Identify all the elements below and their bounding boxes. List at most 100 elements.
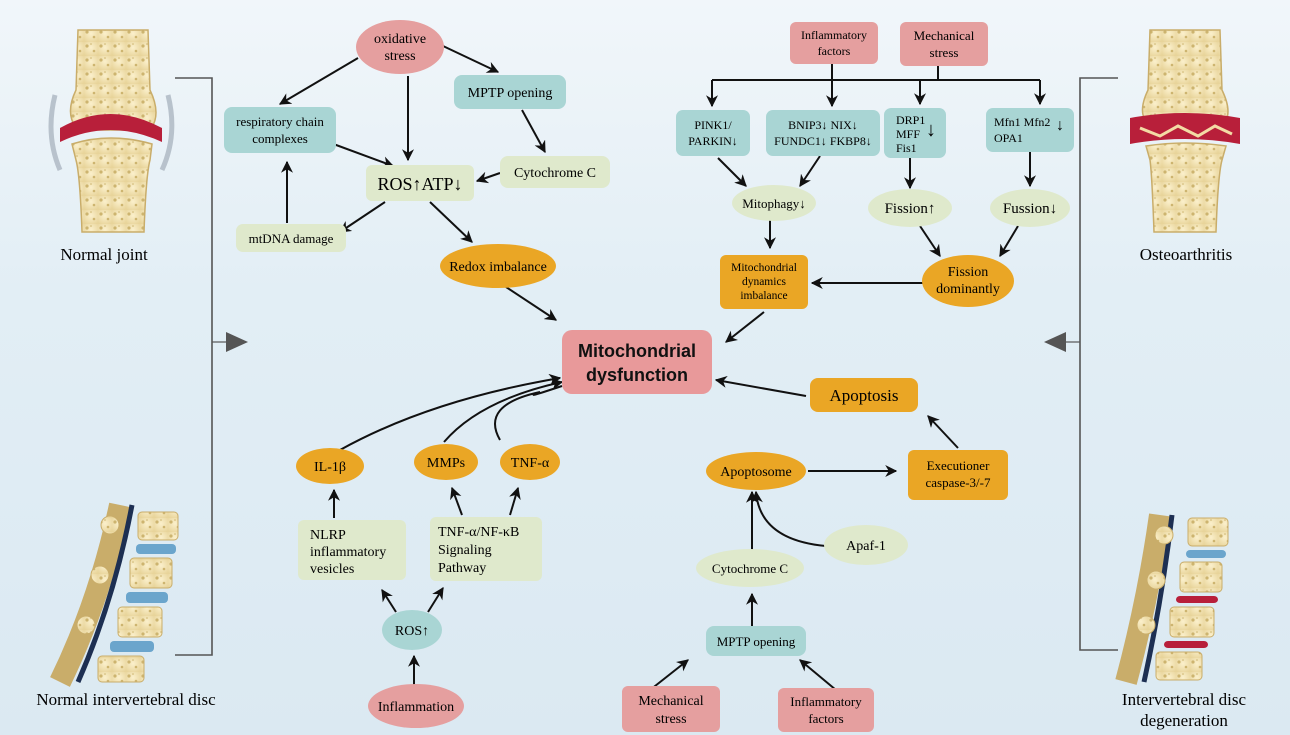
center-line2: dysfunction: [586, 365, 688, 385]
svg-text:Apaf-1: Apaf-1: [846, 539, 886, 554]
right-pointer-icon: [1044, 332, 1066, 352]
apoptosis-node: Apoptosis: [810, 378, 918, 412]
mechanical-stress-node-top: Mechanical stress: [900, 22, 988, 66]
svg-text:Fis1: Fis1: [896, 141, 917, 155]
svg-text:Redox imbalance: Redox imbalance: [449, 260, 547, 275]
svg-text:Signaling: Signaling: [438, 543, 492, 558]
ivdd-label-line2: degeneration: [1140, 711, 1228, 730]
svg-text:Cytochrome C: Cytochrome C: [712, 561, 788, 576]
svg-text:Fission↑: Fission↑: [885, 201, 936, 217]
svg-text:PINK1/: PINK1/: [694, 118, 732, 132]
cytochrome-c-node-top: Cytochrome C: [500, 156, 610, 188]
normal-disc-label: Normal intervertebral disc: [36, 690, 216, 709]
tnf-signaling-node: TNF-α/NF-κB Signaling Pathway: [430, 517, 542, 581]
right-bracket: [1066, 77, 1118, 651]
svg-text:mtDNA damage: mtDNA damage: [249, 231, 334, 246]
svg-text:stress: stress: [930, 45, 959, 60]
svg-text:stress: stress: [384, 49, 415, 64]
svg-text:Pathway: Pathway: [438, 561, 486, 576]
redox-imbalance-node: Redox imbalance: [440, 244, 556, 288]
fussion-node: Fussion↓: [990, 189, 1070, 227]
svg-text:IL-1β: IL-1β: [314, 460, 346, 475]
normal-joint-illustration: [48, 29, 175, 233]
svg-text:ROS↑ATP↓: ROS↑ATP↓: [377, 174, 462, 194]
fission-node: Fission↑: [868, 189, 952, 227]
svg-text:MFF: MFF: [896, 127, 920, 141]
svg-text:vesicles: vesicles: [310, 562, 354, 577]
down-arrow-icon: ↓: [1056, 117, 1064, 134]
respiratory-chain-node: respiratory chain complexes: [224, 107, 336, 153]
svg-text:NLRP: NLRP: [310, 528, 346, 543]
bnip3-nix-node: BNIP3↓ NIX↓ FUNDC1↓ FKBP8↓: [766, 110, 880, 156]
down-arrow-icon: ↓: [926, 119, 936, 141]
inflammation-node: Inflammation: [368, 684, 464, 728]
svg-text:Inflammation: Inflammation: [378, 700, 454, 715]
oxidative-stress-node: oxidative stress: [356, 20, 444, 74]
il1b-node: IL-1β: [296, 448, 364, 484]
svg-text:MMPs: MMPs: [427, 456, 465, 471]
mitochondrial-dysfunction-node: Mitochondrial dysfunction: [562, 330, 712, 394]
svg-text:dynamics: dynamics: [742, 276, 787, 288]
svg-text:Fussion↓: Fussion↓: [1003, 201, 1057, 217]
svg-text:Cytochrome C: Cytochrome C: [514, 166, 596, 181]
ivdd-label-line1: Intervertebral disc: [1122, 690, 1247, 709]
svg-text:factors: factors: [818, 44, 851, 58]
svg-text:MPTP opening: MPTP opening: [468, 86, 553, 101]
svg-text:respiratory chain: respiratory chain: [236, 114, 324, 129]
executioner-caspase-node: Executioner caspase-3/-7: [908, 450, 1008, 500]
svg-text:factors: factors: [808, 711, 843, 726]
ros-atp-node: ROS↑ATP↓: [366, 165, 474, 201]
svg-text:Executioner: Executioner: [927, 458, 990, 473]
svg-text:OPA1: OPA1: [994, 131, 1023, 145]
svg-text:imbalance: imbalance: [740, 290, 787, 302]
svg-text:Mitochondrial: Mitochondrial: [731, 262, 797, 274]
drp1-mff-fis1-node: DRP1 MFF Fis1 ↓: [884, 108, 946, 158]
tnfa-node: TNF-α: [500, 444, 560, 480]
svg-text:TNF-α: TNF-α: [511, 456, 550, 471]
svg-text:TNF-α/NF-κB: TNF-α/NF-κB: [438, 525, 519, 540]
svg-text:Mfn1 Mfn2: Mfn1 Mfn2: [994, 115, 1050, 129]
mechanical-stress-node-bottom: Mechanical stress: [622, 686, 720, 732]
svg-text:complexes: complexes: [252, 131, 308, 146]
mitochondrial-dynamics-imbalance-node: Mitochondrial dynamics imbalance: [720, 255, 808, 309]
apoptosome-node: Apoptosome: [706, 452, 806, 490]
osteoarthritis-label: Osteoarthritis: [1140, 245, 1233, 264]
normal-spine-illustration: [50, 502, 179, 687]
svg-text:stress: stress: [655, 712, 686, 727]
cytochrome-c-node-bottom: Cytochrome C: [696, 549, 804, 587]
mfn-opa1-node: Mfn1 Mfn2 OPA1 ↓: [986, 108, 1074, 152]
left-pointer-icon: [226, 332, 248, 352]
svg-text:Apoptosis: Apoptosis: [830, 386, 899, 405]
mtdna-damage-node: mtDNA damage: [236, 224, 346, 252]
inflammatory-factors-node-bottom: Inflammatory factors: [778, 688, 874, 732]
mptp-opening-node-top: MPTP opening: [454, 75, 566, 109]
svg-text:PARKIN↓: PARKIN↓: [688, 134, 738, 148]
svg-text:BNIP3↓ NIX↓: BNIP3↓ NIX↓: [788, 118, 858, 132]
left-bracket: [175, 77, 226, 656]
svg-text:MPTP opening: MPTP opening: [717, 634, 796, 649]
svg-text:Mechanical: Mechanical: [638, 694, 703, 709]
inflammatory-factors-node-top: Inflammatory factors: [790, 22, 878, 64]
fission-dominantly-node: Fission dominantly: [922, 255, 1014, 307]
normal-joint-label: Normal joint: [60, 245, 148, 264]
svg-text:Apoptosome: Apoptosome: [720, 465, 792, 480]
pink1-parkin-node: PINK1/ PARKIN↓: [676, 110, 750, 156]
mitophagy-node: Mitophagy↓: [732, 185, 816, 221]
arrows: [278, 45, 1046, 691]
osteoarthritis-illustration: [1130, 29, 1240, 233]
svg-text:DRP1: DRP1: [896, 113, 925, 127]
svg-text:Mitophagy↓: Mitophagy↓: [742, 196, 806, 211]
ivdd-spine-illustration: [1115, 513, 1229, 685]
svg-text:caspase-3/-7: caspase-3/-7: [926, 475, 991, 490]
svg-text:ROS↑: ROS↑: [395, 624, 429, 639]
svg-text:FUNDC1↓ FKBP8↓: FUNDC1↓ FKBP8↓: [774, 134, 872, 148]
center-line1: Mitochondrial: [578, 341, 696, 361]
svg-text:Fission: Fission: [948, 265, 988, 280]
apaf1-node: Apaf-1: [824, 525, 908, 565]
svg-text:Inflammatory: Inflammatory: [790, 694, 862, 709]
svg-text:Mechanical: Mechanical: [914, 28, 975, 43]
nlrp-node: NLRP inflammatory vesicles: [298, 520, 406, 580]
ros-node-bottom: ROS↑: [382, 610, 442, 650]
